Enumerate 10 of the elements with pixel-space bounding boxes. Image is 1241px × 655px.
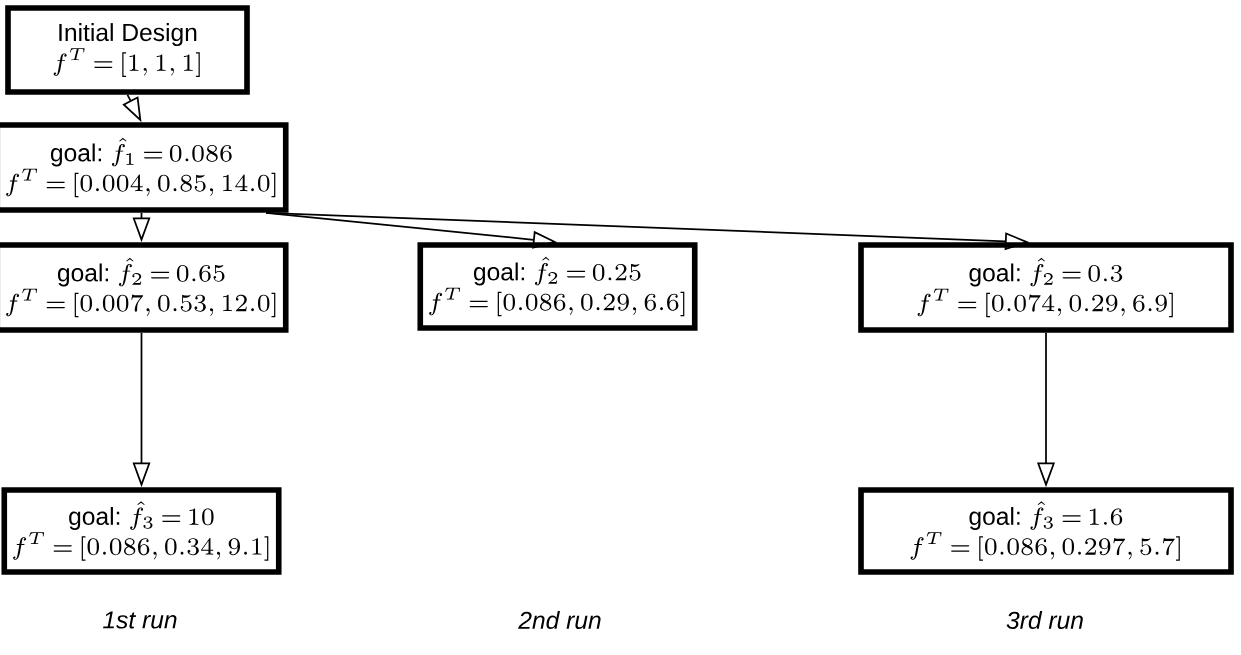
process-box: Initial Design $f^{T} = [1, 1, 1]$ — [5, 5, 250, 95]
run-label: 1st run — [103, 611, 177, 629]
run-label: 2nd run — [518, 611, 601, 630]
process-box: goal: $\hat{f}_{3} = 10$ $f^{T} = [0.086, 0.34, 9.1]$ — [1, 487, 282, 575]
process-box: goal: $\hat{f}_{3} = 1.6$ $f^{T} = [0.086, 0.297, 5.7]$ — [858, 487, 1234, 575]
run-label: 3rd run — [1006, 611, 1083, 630]
process-box: goal: $\hat{f}_{2} = 0.25$ $f^{T} = [0.086, 0.29, 6.6]$ — [417, 242, 698, 331]
process-box: goal: $\hat{f}_{2} = 0.3$ $f^{T} = [0.074, 0.29, 6.9]$ — [858, 242, 1234, 333]
process-box: goal: $\hat{f}_{1} = 0.086$ $f^{T} = [0.004, 0.85, 14.0]$ — [0, 122, 289, 213]
process-box: goal: $\hat{f}_{2} = 0.65$ $f^{T} = [0.007, 0.53, 12.0]$ — [0, 242, 289, 333]
